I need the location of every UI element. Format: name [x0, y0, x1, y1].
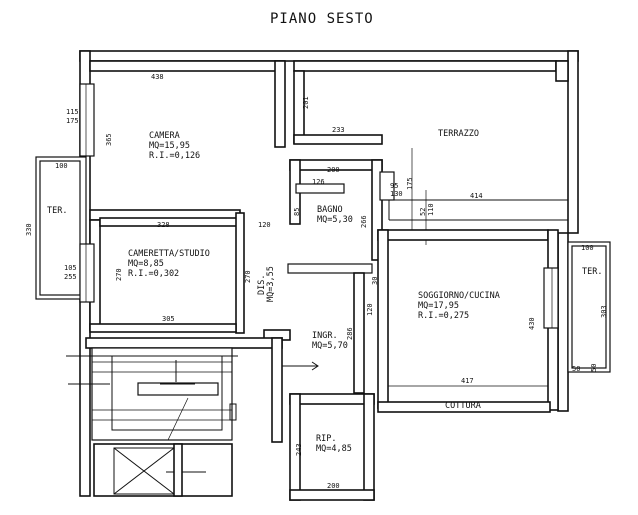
bagno-area: MQ=5,30	[317, 215, 353, 225]
room-terrazzo: 201 233 TERRAZZO 414 175 52 110	[293, 60, 569, 245]
bagno-name: BAGNO	[317, 205, 343, 215]
camera-area: MQ=15,95	[149, 141, 190, 151]
dim-130: 130	[390, 190, 403, 198]
dim-100: 100	[55, 162, 68, 170]
room-ripostiglio: 243 200 RIP. MQ=4,85	[289, 393, 375, 501]
room-dis: DIS. MQ=3,55	[257, 263, 373, 302]
plan-title: PIANO SESTO	[270, 11, 374, 27]
dim-243: 243	[295, 443, 303, 456]
soggiorno-ri: R.I.=0,275	[418, 311, 469, 321]
terrazzo-name: TERRAZZO	[438, 129, 479, 139]
room-camera: 438 115 175 365 CAMERA MQ=15,95 R.I.=0,1…	[66, 60, 286, 221]
dim-270a: 270	[115, 268, 123, 281]
dim-175b: 175	[406, 177, 414, 190]
dim-200b: 200	[327, 482, 340, 490]
dim-115: 115	[66, 108, 79, 116]
ter-left-name: TER.	[47, 206, 67, 216]
ter-right-name: TER.	[582, 267, 602, 277]
ingr-area: MQ=5,70	[312, 341, 348, 351]
dim-110: 110	[427, 203, 435, 216]
dim-414: 414	[470, 192, 483, 200]
camera-ri: R.I.=0,126	[149, 151, 200, 161]
right-terrace: 100 TER. 303 50 50	[567, 241, 611, 373]
cameretta-name: CAMERETTA/STUDIO	[128, 249, 210, 259]
dim-100b: 100	[581, 244, 594, 252]
dim-120: 120	[258, 221, 271, 229]
rip-area: MQ=4,85	[316, 444, 352, 454]
dim-50b: 50	[590, 364, 598, 372]
camera-name: CAMERA	[149, 131, 180, 141]
soggiorno-area: MQ=17,95	[418, 301, 459, 311]
dim-120b: 120	[366, 303, 374, 316]
dim-330: 330	[25, 223, 33, 236]
dim-175: 175	[66, 117, 79, 125]
dim-95: 95	[390, 182, 398, 190]
dim-50: 50	[572, 365, 580, 373]
dis-name: DIS.	[257, 275, 267, 295]
room-cameretta: 328 120 105 255 270 270 305 CAMERETTA/ST…	[64, 212, 271, 334]
dim-305: 305	[162, 315, 175, 323]
dim-200: 200	[327, 166, 340, 174]
dim-233: 233	[332, 126, 345, 134]
cameretta-ri: R.I.=0,302	[128, 269, 179, 279]
cottura-label: COTTURA	[445, 401, 481, 411]
room-bagno: 200 126 85 95 130 266 BAGNO MQ=5,30	[289, 159, 403, 261]
dim-270b: 270	[244, 270, 252, 283]
staircase	[66, 337, 283, 443]
cameretta-area: MQ=8,85	[128, 259, 164, 269]
dim-255: 255	[64, 273, 77, 281]
left-terrace: 100 TER. 330	[25, 156, 87, 300]
ingr-name: INGR.	[312, 331, 338, 341]
soggiorno-name: SOGGIORNO/CUCINA	[418, 291, 500, 301]
dim-365: 365	[105, 133, 113, 146]
dim-303: 303	[600, 305, 608, 318]
dim-85: 85	[293, 208, 301, 216]
elevator	[93, 443, 233, 497]
dim-417: 417	[461, 377, 474, 385]
dim-105: 105	[64, 264, 77, 272]
dim-266: 266	[360, 215, 368, 228]
dim-430: 430	[528, 317, 536, 330]
dim-52: 52	[419, 208, 427, 216]
dim-438: 438	[151, 73, 164, 81]
rip-name: RIP.	[316, 434, 336, 444]
dim-286: 286	[346, 327, 354, 340]
dim-126: 126	[312, 178, 325, 186]
dim-30: 30	[371, 277, 379, 285]
dis-area: MQ=3,55	[266, 266, 276, 302]
dim-328: 328	[157, 221, 170, 229]
dim-201: 201	[302, 96, 310, 109]
room-soggiorno: SOGGIORNO/CUCINA MQ=17,95 R.I.=0,275 110…	[371, 229, 584, 413]
